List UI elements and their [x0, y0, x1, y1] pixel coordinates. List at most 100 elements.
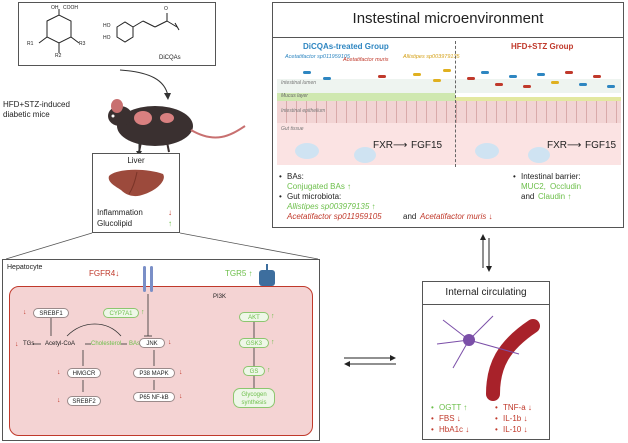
mice-label-line2: diabetic mice: [3, 110, 50, 119]
jnk-node: JNK: [139, 338, 165, 348]
summary-barrier-v2: Occludin: [550, 182, 582, 191]
cholesterol-label: Cholesterol: [91, 341, 122, 347]
right-group-label: HFD+STZ Group: [511, 42, 574, 51]
jnk-arrow: ↓: [168, 339, 172, 346]
atom-ho1: HO: [103, 23, 111, 29]
ogtt-value: OGTT ↑: [439, 403, 468, 412]
summary-bas-label: BAs:: [287, 172, 304, 181]
atom-ho2: HO: [103, 35, 111, 41]
atom-r2: R2: [55, 53, 62, 59]
il1b-value: IL-1b ↓: [503, 414, 528, 423]
inflammation-connectors: [144, 294, 155, 390]
structure-to-mouse-arrow: [119, 69, 171, 100]
tissue-cells: [295, 143, 550, 163]
compound-structure-panel: OH COOH R1 R3 R2 HO HO O DiCQAs: [18, 2, 216, 66]
liver-glucolipid-arrow: ↑: [168, 219, 172, 228]
hepatocyte-title: Hepatocyte: [7, 264, 43, 271]
akt-arrow: ↑: [271, 313, 275, 320]
intestinal-panel: Instestinal microenvironment DiCQAs-trea…: [272, 2, 624, 228]
summary-barrier-v3: Claudin ↑: [538, 192, 572, 201]
summary-gut-value2a: Acetatifactor sp011959105: [287, 212, 382, 221]
summary-bas-value: Conjugated BAs ↑: [287, 182, 352, 191]
liver-inflammation: Inflammation: [97, 208, 143, 217]
gut-tissue-label: Gut tissue: [281, 126, 304, 132]
tnfa-value: TNF-a ↓: [503, 403, 532, 412]
summary-barrier-v1: MUC2,: [521, 182, 546, 191]
atom-r3: R3: [79, 41, 86, 47]
liver-title: Liver: [127, 156, 145, 165]
fgfr4-receptor-icon: [143, 266, 153, 292]
liver-inflammation-arrow: ↓: [168, 208, 172, 217]
left-group-label: DiCQAs-treated Group: [303, 42, 389, 51]
gsk3-arrow: ↑: [271, 339, 275, 346]
bas-label: BAs: [129, 341, 141, 347]
quinic-acid-structure: [38, 9, 180, 53]
fxr-left: FXR: [373, 140, 393, 151]
group-divider: [455, 41, 456, 167]
summary-gut-value1: Allistipes sp003979135 ↑: [287, 202, 376, 211]
epithelium-label: Intestinal epithelium: [281, 108, 326, 114]
intestine-circulation-arrows: [480, 234, 492, 272]
circulating-title: Internal circulating: [445, 287, 527, 298]
mucus-layer-left: [277, 93, 455, 101]
circulating-panel: Internal circulating • OGTT ↑ • FBS ↓ • …: [422, 281, 550, 440]
srebf1-arrow: ↓: [23, 309, 27, 316]
fgfr4-label: FGFR4↓: [89, 269, 120, 278]
bullet-il10: •: [495, 425, 498, 434]
hba1c-value: HbA1c ↓: [439, 425, 470, 434]
akt-node: AKT: [239, 312, 269, 322]
mucus-layer-right: [455, 97, 621, 101]
gs-arrow: ↑: [267, 367, 271, 374]
summary-gut-label: Gut microbiota:: [287, 192, 342, 201]
bullet-ogtt: •: [431, 403, 434, 412]
glucose-connectors: [253, 322, 255, 388]
fgf15-left: FGF15: [411, 140, 443, 151]
mucus-label: Mucus layer: [281, 93, 308, 99]
glycogen-line2: synthesis: [241, 400, 267, 406]
atom-oh: OH: [51, 5, 59, 11]
lipid-pathway-connectors: [33, 318, 127, 392]
atom-o: O: [164, 6, 168, 12]
summary-bullet-bas: •: [279, 172, 282, 181]
liver-panel: Liver Inflammation ↓ Glucolipid ↑: [92, 153, 180, 233]
mouse-illustration: [108, 99, 246, 153]
summary-gut-value2b: Acetatifactor muris ↓: [420, 212, 493, 221]
bacteria-left: [303, 69, 451, 82]
circulating-title-rule: [423, 304, 549, 305]
gs-node: GS: [243, 366, 265, 376]
blood-vessel-neuron-illustration: [436, 315, 540, 401]
bullet-tnfa: •: [495, 403, 498, 412]
summary-bullet-gut: •: [279, 192, 282, 201]
fgf15-right: FGF15: [585, 140, 617, 151]
intestinal-title: Instestinal microenvironment: [352, 10, 544, 27]
p38-node: P38 MAPK: [133, 368, 175, 378]
srebf2-node: SREBF2: [67, 396, 101, 406]
pi3k-label: PI3K: [213, 294, 227, 300]
p65-node: P65 NF-kB: [133, 392, 175, 402]
intestinal-lumen-region: [277, 79, 621, 93]
fxr-left-arrow: ⟶: [393, 140, 408, 151]
srebf1-node: SREBF1: [33, 308, 69, 318]
summary-barrier-label: Intestinal barrier:: [521, 172, 581, 181]
summary-gut-and: and: [403, 212, 417, 221]
bullet-il1b: •: [495, 414, 498, 423]
srebf2-arrow: ↓: [57, 397, 61, 404]
il10-value: IL-10 ↓: [503, 425, 528, 434]
hmgcr-node: HMGCR: [67, 368, 101, 378]
liver-icon: [108, 169, 164, 197]
atom-cooh: COOH: [63, 5, 78, 11]
glycogen-line1: Glycogen: [241, 392, 267, 398]
fxr-right-arrow: ⟶: [567, 140, 582, 151]
liver-to-hepatocyte-zoom: [5, 232, 319, 260]
lumen-label: Intestinal lumen: [281, 80, 317, 86]
gsk3-node: GSK3: [239, 338, 269, 348]
p38-arrow: ↓: [179, 369, 183, 376]
fxr-right: FXR: [547, 140, 567, 151]
cyp7a1-node: CYP7A1: [103, 308, 139, 318]
bullet-hba1c: •: [431, 425, 434, 434]
glycogen-node: Glycogen synthesis: [233, 388, 275, 408]
bacteria-right: [467, 71, 615, 88]
liver-glucolipid: Glucolipid: [97, 219, 133, 228]
acetyl-label: Acetyl-CoA: [45, 341, 76, 347]
hepatocyte-panel: Hepatocyte FGFR4↓ TGR5 ↑ PI3K SREBF1 ↓ C…: [2, 259, 320, 441]
